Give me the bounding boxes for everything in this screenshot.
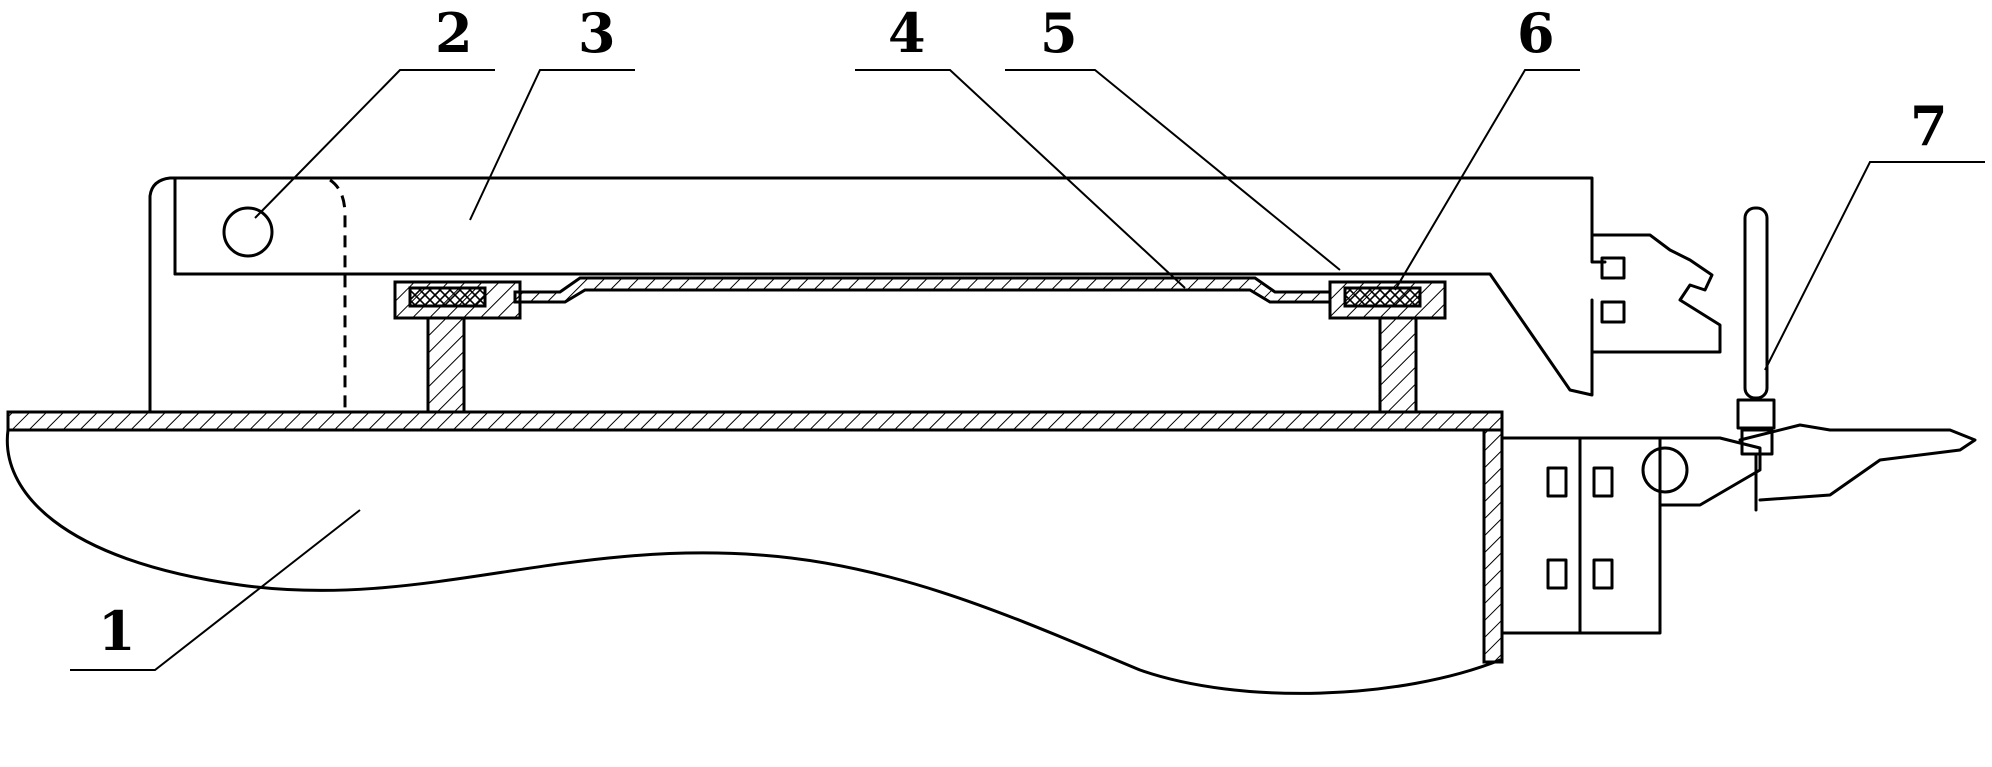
lever-nut: [1736, 398, 1776, 430]
leader-lines: [70, 69, 1985, 671]
part-4-center-plate: [513, 276, 1332, 304]
left-hinge-dashed: [329, 178, 347, 412]
flange-bolt-4: [1592, 558, 1614, 590]
leader-3: [469, 69, 635, 221]
label-5: 5: [1040, 1, 1078, 65]
part-1-base-body: [5, 410, 1504, 695]
lower-right-flange: [1500, 436, 1762, 635]
label-7: 7: [1910, 94, 1948, 158]
upper-frame-outline: [148, 176, 1607, 414]
leader-7: [1764, 161, 1985, 371]
seal-assembly: [393, 280, 1447, 320]
leader-6: [1394, 69, 1580, 291]
upper-bolt-1: [1600, 256, 1626, 280]
upper-right-bracket: [1590, 233, 1722, 354]
lever-grip: [1743, 206, 1769, 400]
base-body-outline: [5, 428, 1502, 695]
leader-1: [70, 509, 361, 671]
flange-bolt-3: [1546, 558, 1568, 590]
label-3: 3: [578, 1, 616, 65]
leader-5: [1005, 69, 1341, 271]
base-end-wall: [1482, 428, 1504, 664]
left-support-post: [426, 316, 466, 414]
part-7-handle-lever: [1736, 206, 1977, 512]
right-support-post: [1378, 316, 1418, 414]
label-1: 1: [98, 599, 136, 663]
flange-extension: [1658, 436, 1762, 507]
support-posts: [426, 316, 1418, 414]
base-top-plate: [6, 410, 1504, 432]
label-2: 2: [435, 1, 473, 65]
label-6: 6: [1517, 1, 1555, 65]
lever-arm: [1738, 423, 1977, 502]
flange-bolt-2: [1592, 466, 1614, 498]
part-3-upper-frame: [148, 176, 1607, 414]
flange-pivot-hole: [1641, 446, 1689, 494]
left-seal-gasket: [408, 286, 487, 308]
label-4: 4: [888, 1, 926, 65]
upper-bracket-outline: [1590, 233, 1722, 354]
part-6-right-seal-gasket: [1343, 286, 1422, 308]
leader-4: [855, 69, 1186, 289]
leader-2: [254, 69, 495, 219]
part-2-pivot-pin: [222, 206, 274, 258]
upper-frame-bottom: [173, 272, 1594, 397]
flange-bolt-1: [1546, 466, 1568, 498]
upper-bolt-2: [1600, 300, 1626, 324]
part-labels: 1 2 3 4 5 6 7: [98, 1, 1948, 663]
